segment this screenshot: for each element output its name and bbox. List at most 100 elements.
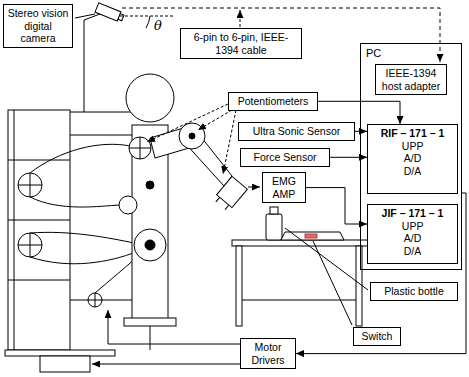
sensor-label: Potentiometers	[228, 92, 318, 111]
node-text: Ultra Sonic Sensor	[242, 125, 351, 138]
node-text: IEEE-1394 host adapter	[379, 67, 443, 92]
camera-icon	[118, 14, 124, 21]
belts	[30, 144, 130, 173]
robot-frame	[5, 110, 132, 372]
robot-body	[140, 137, 141, 159]
robot-frame	[14, 110, 15, 350]
robot-frame	[8, 160, 70, 161]
switch-plate	[305, 234, 317, 238]
node-text: Potentiometers	[232, 95, 314, 108]
plastic-bottle-icon	[270, 207, 278, 214]
belts	[30, 232, 134, 243]
node-text: EMG AMP	[266, 175, 302, 200]
table	[236, 246, 242, 326]
signal-connector	[318, 101, 400, 124]
robot-frame	[5, 350, 115, 356]
belts	[30, 144, 138, 293]
leader-line	[313, 241, 352, 325]
switch-plate	[281, 232, 344, 240]
gripper	[217, 176, 248, 207]
robot-arm	[179, 123, 205, 149]
plastic-bottle-icon	[266, 207, 282, 240]
pulleys	[18, 233, 42, 257]
robot-body	[119, 74, 176, 350]
robot-body	[119, 196, 137, 214]
gripper	[225, 205, 229, 210]
robot-body	[145, 240, 155, 250]
robot-body	[129, 137, 151, 159]
leader-line	[285, 228, 368, 290]
robot-frame	[8, 220, 70, 221]
pulleys	[18, 173, 102, 307]
node-text: 6-pin to 6-pin, IEEE-1394 cable	[184, 31, 298, 56]
potentiometer-leaders	[147, 104, 228, 142]
robot-body	[126, 74, 174, 122]
robot-frame	[70, 135, 132, 136]
table	[242, 300, 356, 301]
node-text: Stereo vision digital camera	[7, 7, 69, 45]
robot-body	[124, 318, 176, 326]
node-text: Switch	[357, 330, 397, 343]
belts	[30, 252, 136, 264]
camera-label: Stereo vision digital camera	[3, 4, 73, 48]
signal-connector	[306, 188, 367, 224]
robot-frame	[70, 112, 132, 113]
potentiometer-leaders	[198, 110, 232, 130]
robot-body	[150, 326, 151, 350]
object-label: Plastic bottle	[370, 282, 458, 301]
board-functions: UPP A/D D/A	[402, 140, 423, 178]
camera-mount	[75, 3, 125, 112]
robot-body	[134, 229, 166, 261]
gripper	[213, 176, 248, 212]
board-name: JIF – 171 – 1	[371, 207, 454, 220]
robot-frame	[8, 110, 70, 350]
driver-box: Motor Drivers	[240, 338, 296, 369]
node-text: Force Sensor	[244, 151, 326, 164]
leader-line	[75, 14, 95, 18]
motor-driver-outputs	[108, 310, 240, 344]
board-name: RIF – 171 – 1	[371, 127, 454, 140]
gripper	[216, 197, 220, 202]
table	[232, 240, 368, 326]
robot-body	[146, 181, 154, 189]
angle-mark	[146, 16, 150, 28]
robot-frame	[70, 300, 132, 301]
cable-label: 6-pin to 6-pin, IEEE-1394 cable	[180, 28, 302, 59]
switch-plate	[281, 232, 344, 240]
robot-frame	[40, 356, 90, 372]
belts	[30, 197, 120, 207]
io-board: RIF – 171 – 1UPP A/D D/A	[367, 124, 458, 194]
robot-arm	[184, 128, 232, 186]
angle-mark	[120, 16, 174, 17]
node-text: Motor Drivers	[244, 341, 292, 366]
pc-box: PCIEEE-1394 host adapterRIF – 171 – 1UPP…	[360, 43, 462, 270]
table	[232, 240, 368, 246]
table	[356, 246, 362, 326]
plastic-bottle-icon	[266, 214, 282, 240]
ieee1394-cable-line	[240, 10, 241, 27]
camera-icon	[95, 3, 125, 23]
sensor-label: Force Sensor	[240, 148, 330, 167]
motor-driver-outputs	[92, 310, 240, 364]
ieee1394-cable-line	[122, 8, 440, 62]
potentiometer-leaders	[147, 104, 236, 174]
emg-signal-line	[248, 187, 260, 188]
angle-mark	[120, 16, 174, 28]
angle-label: θ	[154, 19, 162, 32]
pulleys	[30, 173, 31, 197]
signal-connector	[355, 131, 367, 132]
io-board: JIF – 171 – 1UPP A/D D/A	[367, 204, 458, 264]
adapter-box: IEEE-1394 host adapter	[375, 64, 447, 95]
pulleys	[18, 173, 42, 197]
sensor-label: Ultra Sonic Sensor	[238, 122, 355, 141]
pulleys	[30, 233, 31, 257]
board-functions: UPP A/D D/A	[402, 220, 423, 258]
signal-connector	[330, 157, 367, 158]
amplifier-box: EMG AMP	[262, 172, 306, 203]
potentiometer-leaders	[223, 110, 236, 174]
ieee1394-cable-line	[122, 8, 440, 62]
camera-mount	[84, 20, 85, 112]
robot-arm	[189, 133, 195, 139]
pulleys	[88, 293, 102, 307]
